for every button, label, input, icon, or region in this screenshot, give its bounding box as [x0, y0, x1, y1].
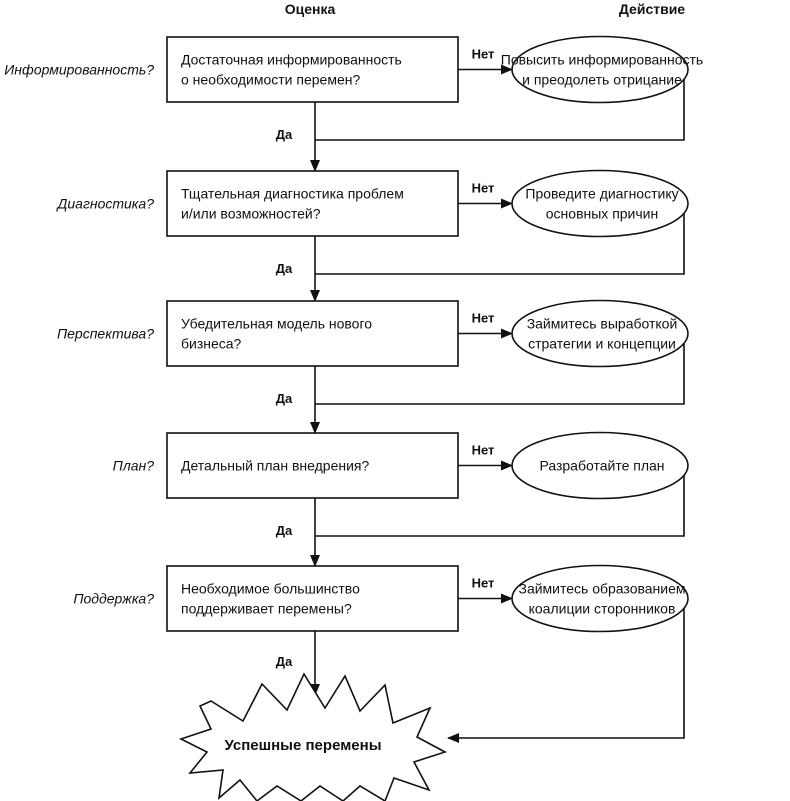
return-line [315, 343, 685, 405]
action-oval [511, 299, 689, 368]
flow-rows: Информированность? Достаточная информиров… [4, 35, 703, 743]
stage-label: План? [113, 458, 155, 474]
question-text: Детальный план внедрения? [181, 458, 369, 474]
no-label: Нет [472, 576, 495, 591]
final-result-label: Успешные перемены [224, 737, 381, 754]
yes-label: Да [276, 523, 293, 538]
action-oval [511, 564, 689, 633]
result-arrow [447, 608, 685, 743]
action-text: и преодолеть отрицание [522, 72, 682, 88]
return-line [315, 213, 685, 275]
assessment-header: Оценка [285, 1, 336, 17]
yes-label: Да [276, 127, 293, 142]
no-label: Нет [472, 311, 495, 326]
question-text: бизнеса? [181, 336, 242, 352]
question-text: Необходимое большинство [181, 581, 360, 597]
no-label: Нет [472, 47, 495, 62]
stage-label: Поддержка? [73, 591, 154, 607]
action-header: Действие [619, 1, 685, 17]
question-text: Достаточная информированность [181, 52, 402, 68]
question-text: Тщательная диагностика проблем [181, 186, 404, 202]
action-text: Займитесь выработкой [527, 316, 678, 332]
action-oval [511, 169, 689, 238]
question-text: о необходимости перемен? [181, 72, 360, 88]
question-box [166, 36, 459, 103]
starburst-shape [178, 672, 448, 801]
yes-label: Да [276, 654, 293, 669]
question-text: поддерживает перемены? [181, 601, 352, 617]
stage-label: Диагностика? [56, 196, 155, 212]
action-text: стратегии и концепции [528, 336, 676, 352]
question-box [166, 170, 459, 237]
action-text: коалиции сторонников [529, 601, 676, 617]
action-oval [511, 35, 689, 104]
question-box [166, 565, 459, 632]
action-text: Проведите диагностику [525, 186, 678, 202]
question-text: и/или возможностей? [181, 206, 321, 222]
action-text: Разработайте план [539, 458, 664, 474]
yes-label: Да [276, 391, 293, 406]
action-text: Займитесь образованием [518, 581, 685, 597]
stage-label: Информированность? [4, 62, 154, 78]
return-line [315, 475, 685, 537]
question-text: Убедительная модель нового [181, 316, 372, 332]
action-text: основных причин [546, 206, 658, 222]
no-label: Нет [472, 443, 495, 458]
no-label: Нет [472, 181, 495, 196]
stage-label: Перспектива? [57, 326, 154, 342]
return-line [315, 79, 685, 141]
yes-label: Да [276, 261, 293, 276]
question-box [166, 300, 459, 367]
final-result: Успешные перемены [178, 672, 448, 801]
action-text: Повысить информированность [501, 52, 703, 68]
